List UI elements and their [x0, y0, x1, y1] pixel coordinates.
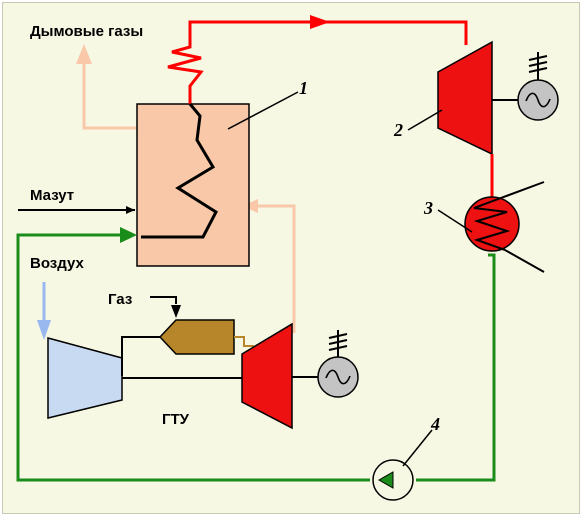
- compressor-to-combustor-line: [121, 336, 160, 376]
- air-arrow: [37, 282, 51, 340]
- leader-line-1: [227, 91, 299, 130]
- gtu-label: ГТУ: [162, 411, 190, 428]
- flue-gas-exhaust-line: [76, 44, 137, 130]
- steam-line: [167, 15, 468, 104]
- feed-pump: [372, 459, 414, 501]
- compressor: [47, 337, 123, 419]
- combustor: [158, 319, 235, 355]
- steam-generator-symbol: [517, 52, 559, 121]
- pump-number: 4: [430, 414, 440, 434]
- gas-label: Газ: [108, 291, 132, 308]
- feedwater-line: [16, 227, 496, 482]
- combustor-to-turbine-line: [234, 336, 254, 347]
- leader-line-3: [437, 209, 473, 233]
- boiler-coil: [141, 103, 218, 239]
- gas-fuel-line: [150, 296, 181, 318]
- gas-generator-symbol: [317, 330, 359, 398]
- gas-turbine: [241, 322, 293, 430]
- gt-exhaust-line: [242, 199, 296, 333]
- leader-line-2: [407, 109, 443, 131]
- condenser: [464, 181, 545, 273]
- boiler: [136, 103, 250, 267]
- leader-line-4: [402, 429, 433, 467]
- flue-gases-label: Дымовые газы: [30, 23, 143, 40]
- fuel-oil-label: Мазут: [30, 187, 74, 204]
- steam-turbine-number: 2: [393, 120, 403, 140]
- steam-turbine: [437, 40, 518, 156]
- boiler-number: 1: [299, 78, 308, 98]
- condenser-number: 3: [423, 198, 433, 218]
- air-label: Воздух: [30, 255, 84, 272]
